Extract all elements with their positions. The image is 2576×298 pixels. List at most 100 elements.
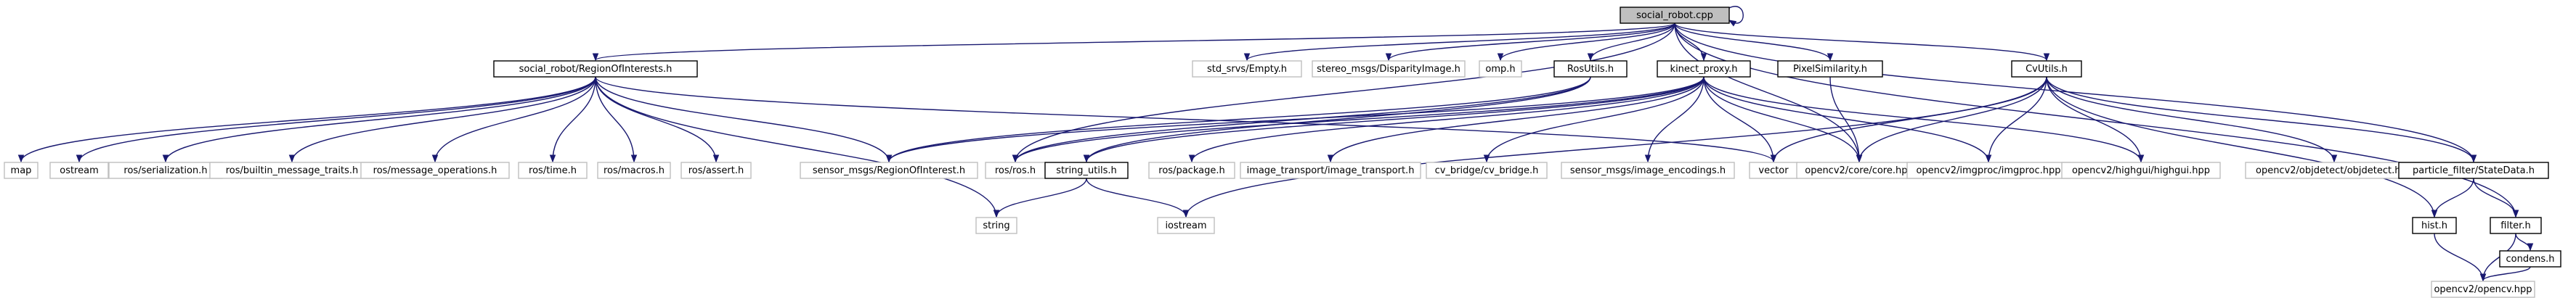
node-box	[360, 162, 510, 179]
node-box	[2398, 162, 2549, 179]
edge-kinect_proxy_h-to-string_utils_h	[1083, 76, 1705, 163]
node-pixel-similarity-h[interactable]: PixelSimilarity.h	[1777, 60, 1883, 78]
node-ros-package-h[interactable]: ros/package.h	[1148, 162, 1235, 179]
node-label: ros/ros.h	[995, 165, 1036, 176]
node-label: CvUtils.h	[2026, 64, 2068, 75]
node-label: sensor_msgs/RegionOfInterest.h	[813, 165, 965, 176]
edge-kinect_proxy_h-to-image_transport_h	[1327, 76, 1705, 163]
node-filter-h[interactable]: filter.h	[2490, 217, 2542, 234]
edge-region_of_interests_h-to-ros_time_h-arrowhead	[549, 154, 556, 163]
node-vector[interactable]: vector	[1749, 162, 1798, 179]
node-box	[1240, 162, 1421, 179]
node-ros-utils-h[interactable]: RosUtils.h	[1553, 60, 1628, 78]
node-label: map	[11, 165, 32, 176]
node-box	[1157, 217, 1215, 234]
edge-region_of_interests_h-to-ros_assert_h-line	[595, 76, 717, 162]
edge-kinect_proxy_h-to-opencv2_highgui_hpp	[1703, 76, 2145, 163]
node-stereo-msgs-disparity-image-h[interactable]: stereo_msgs/DisparityImage.h	[1312, 60, 1466, 78]
node-label: opencv2/objdetect/objdetect.hpp	[2256, 165, 2413, 176]
node-string[interactable]: string	[975, 217, 1017, 234]
node-label: std_srvs/Empty.h	[1207, 64, 1287, 75]
node-ros-serialization-h[interactable]: ros/serialization.h	[108, 162, 223, 179]
node-ros-time-h[interactable]: ros/time.h	[518, 162, 588, 179]
node-ros-assert-h[interactable]: ros/assert.h	[680, 162, 752, 179]
edge-region_of_interests_h-to-ros_time_h-line	[552, 76, 596, 162]
node-label: string	[983, 220, 1009, 231]
node-box	[1620, 7, 1730, 24]
edge-social_robot_cpp-to-kinect_proxy_h-arrowhead	[1700, 53, 1707, 62]
nodes-layer: social_robot.cpp social_robot/RegionOfInt…	[4, 7, 2561, 298]
edge-social_robot_cpp-to-stereo_msgs_disparity_image_h	[1385, 22, 1675, 62]
node-opencv2-objdetect-hpp[interactable]: opencv2/objdetect/objdetect.hpp	[2245, 162, 2423, 179]
node-box	[1426, 162, 1548, 179]
edge-social_robot_cpp-to-social_robot_cpp	[1727, 6, 1744, 27]
edge-condens_h-to-opencv2_opencv_hpp-line	[2482, 266, 2531, 281]
edge-social_robot_cpp-to-pixel_similarity_h-line	[1674, 22, 1831, 61]
node-ostream[interactable]: ostream	[49, 162, 109, 179]
node-sensor-msgs-image-encodings-h[interactable]: sensor_msgs/image_encodings.h	[1561, 162, 1735, 179]
node-label: opencv2/imgproc/imgproc.hpp	[1916, 165, 2060, 176]
node-opencv2-core-hpp[interactable]: opencv2/core/core.hpp	[1796, 162, 1922, 179]
edge-string_utils_h-to-string-arrowhead	[993, 210, 1000, 218]
node-opencv2-opencv-hpp[interactable]: opencv2/opencv.hpp	[2431, 281, 2535, 298]
node-label: image_transport/image_transport.h	[1247, 165, 1415, 176]
node-label: opencv2/highgui/highgui.hpp	[2072, 165, 2210, 176]
node-box	[2011, 60, 2082, 78]
node-omp-h[interactable]: omp.h	[1479, 60, 1522, 78]
edge-particle_filter_statedata_h-to-filter_h-line	[2473, 178, 2516, 218]
edge-region_of_interests_h-to-string	[595, 76, 1000, 218]
node-hist-h[interactable]: hist.h	[2412, 217, 2457, 234]
edges-layer	[17, 6, 2534, 282]
edge-social_robot_cpp-to-omp_h	[1497, 22, 1675, 62]
edge-cv_utils_h-to-opencv2_core_hpp-arrowhead	[1856, 154, 1863, 163]
edge-string_utils_h-to-string	[993, 178, 1087, 218]
edge-kinect_proxy_h-to-image_transport_h-line	[1330, 76, 1705, 162]
edge-filter_h-to-condens_h-line	[2515, 233, 2531, 251]
edge-cv_utils_h-to-opencv2_imgproc_hpp-arrowhead	[1985, 154, 1992, 163]
node-cv-utils-h[interactable]: CvUtils.h	[2011, 60, 2082, 78]
edge-region_of_interests_h-to-ros_builtin_message_traits_h-line	[291, 76, 596, 162]
node-region-of-interests-h[interactable]: social_robot/RegionOfInterests.h	[493, 60, 698, 78]
edge-string_utils_h-to-iostream	[1086, 178, 1190, 218]
edge-cv_utils_h-to-opencv2_imgproc_hpp-line	[1988, 76, 2047, 162]
node-ros-ros-h[interactable]: ros/ros.h	[985, 162, 1046, 179]
node-opencv2-highgui-hpp[interactable]: opencv2/highgui/highgui.hpp	[2061, 162, 2221, 179]
node-kinect-proxy-h[interactable]: kinect_proxy.h	[1657, 60, 1751, 78]
node-sensor-msgs-roi-h[interactable]: sensor_msgs/RegionOfInterest.h	[800, 162, 978, 179]
node-box	[2061, 162, 2221, 179]
node-particle-filter-statedata-h[interactable]: particle_filter/StateData.h	[2398, 162, 2549, 179]
node-ros-message-operations-h[interactable]: ros/message_operations.h	[360, 162, 510, 179]
edge-kinect_proxy_h-to-sensor_msgs_roi_h	[885, 76, 1705, 163]
node-label: ros/time.h	[529, 165, 577, 176]
edge-region_of_interests_h-to-sensor_msgs_roi_h	[595, 76, 893, 163]
node-label: string_utils.h	[1056, 165, 1117, 176]
node-box	[597, 162, 671, 179]
node-std-srvs-empty-h[interactable]: std_srvs/Empty.h	[1192, 60, 1302, 78]
edge-social_robot_cpp-to-social_robot_cpp-arrowhead	[1728, 20, 1737, 27]
edge-kinect_proxy_h-to-ros_package_h	[1188, 76, 1705, 163]
node-condens-h[interactable]: condens.h	[2499, 250, 2561, 268]
edge-kinect_proxy_h-to-ros_ros_h	[1012, 76, 1705, 163]
edge-particle_filter_statedata_h-to-hist_h-arrowhead	[2431, 210, 2438, 218]
node-label: ros/macros.h	[604, 165, 665, 176]
edge-social_robot_cpp-to-std_srvs_empty_h-line	[1246, 22, 1675, 61]
edge-region_of_interests_h-to-ros_macros_h-arrowhead	[630, 154, 638, 163]
node-box	[975, 217, 1017, 234]
node-ros-builtin-message-traits-h[interactable]: ros/builtin_message_traits.h	[209, 162, 375, 179]
node-iostream[interactable]: iostream	[1157, 217, 1215, 234]
node-cv-bridge-h[interactable]: cv_bridge/cv_bridge.h	[1426, 162, 1548, 179]
node-string-utils-h[interactable]: string_utils.h	[1044, 162, 1129, 179]
node-box	[1657, 60, 1751, 78]
node-label: sensor_msgs/image_encodings.h	[1570, 165, 1726, 176]
node-box	[493, 60, 698, 78]
node-map[interactable]: map	[4, 162, 38, 179]
edge-social_robot_cpp-to-omp_h-arrowhead	[1497, 53, 1504, 62]
node-ros-macros-h[interactable]: ros/macros.h	[597, 162, 671, 179]
node-opencv2-imgproc-hpp[interactable]: opencv2/imgproc/imgproc.hpp	[1906, 162, 2071, 179]
edge-region_of_interests_h-to-ros_message_operations_h-arrowhead	[431, 154, 439, 163]
node-box	[1312, 60, 1466, 78]
node-label: kinect_proxy.h	[1670, 64, 1738, 75]
node-image-transport-h[interactable]: image_transport/image_transport.h	[1240, 162, 1421, 179]
edge-kinect_proxy_h-to-opencv2_highgui_hpp-line	[1703, 76, 2142, 162]
node-social-robot-cpp[interactable]: social_robot.cpp	[1620, 7, 1730, 24]
